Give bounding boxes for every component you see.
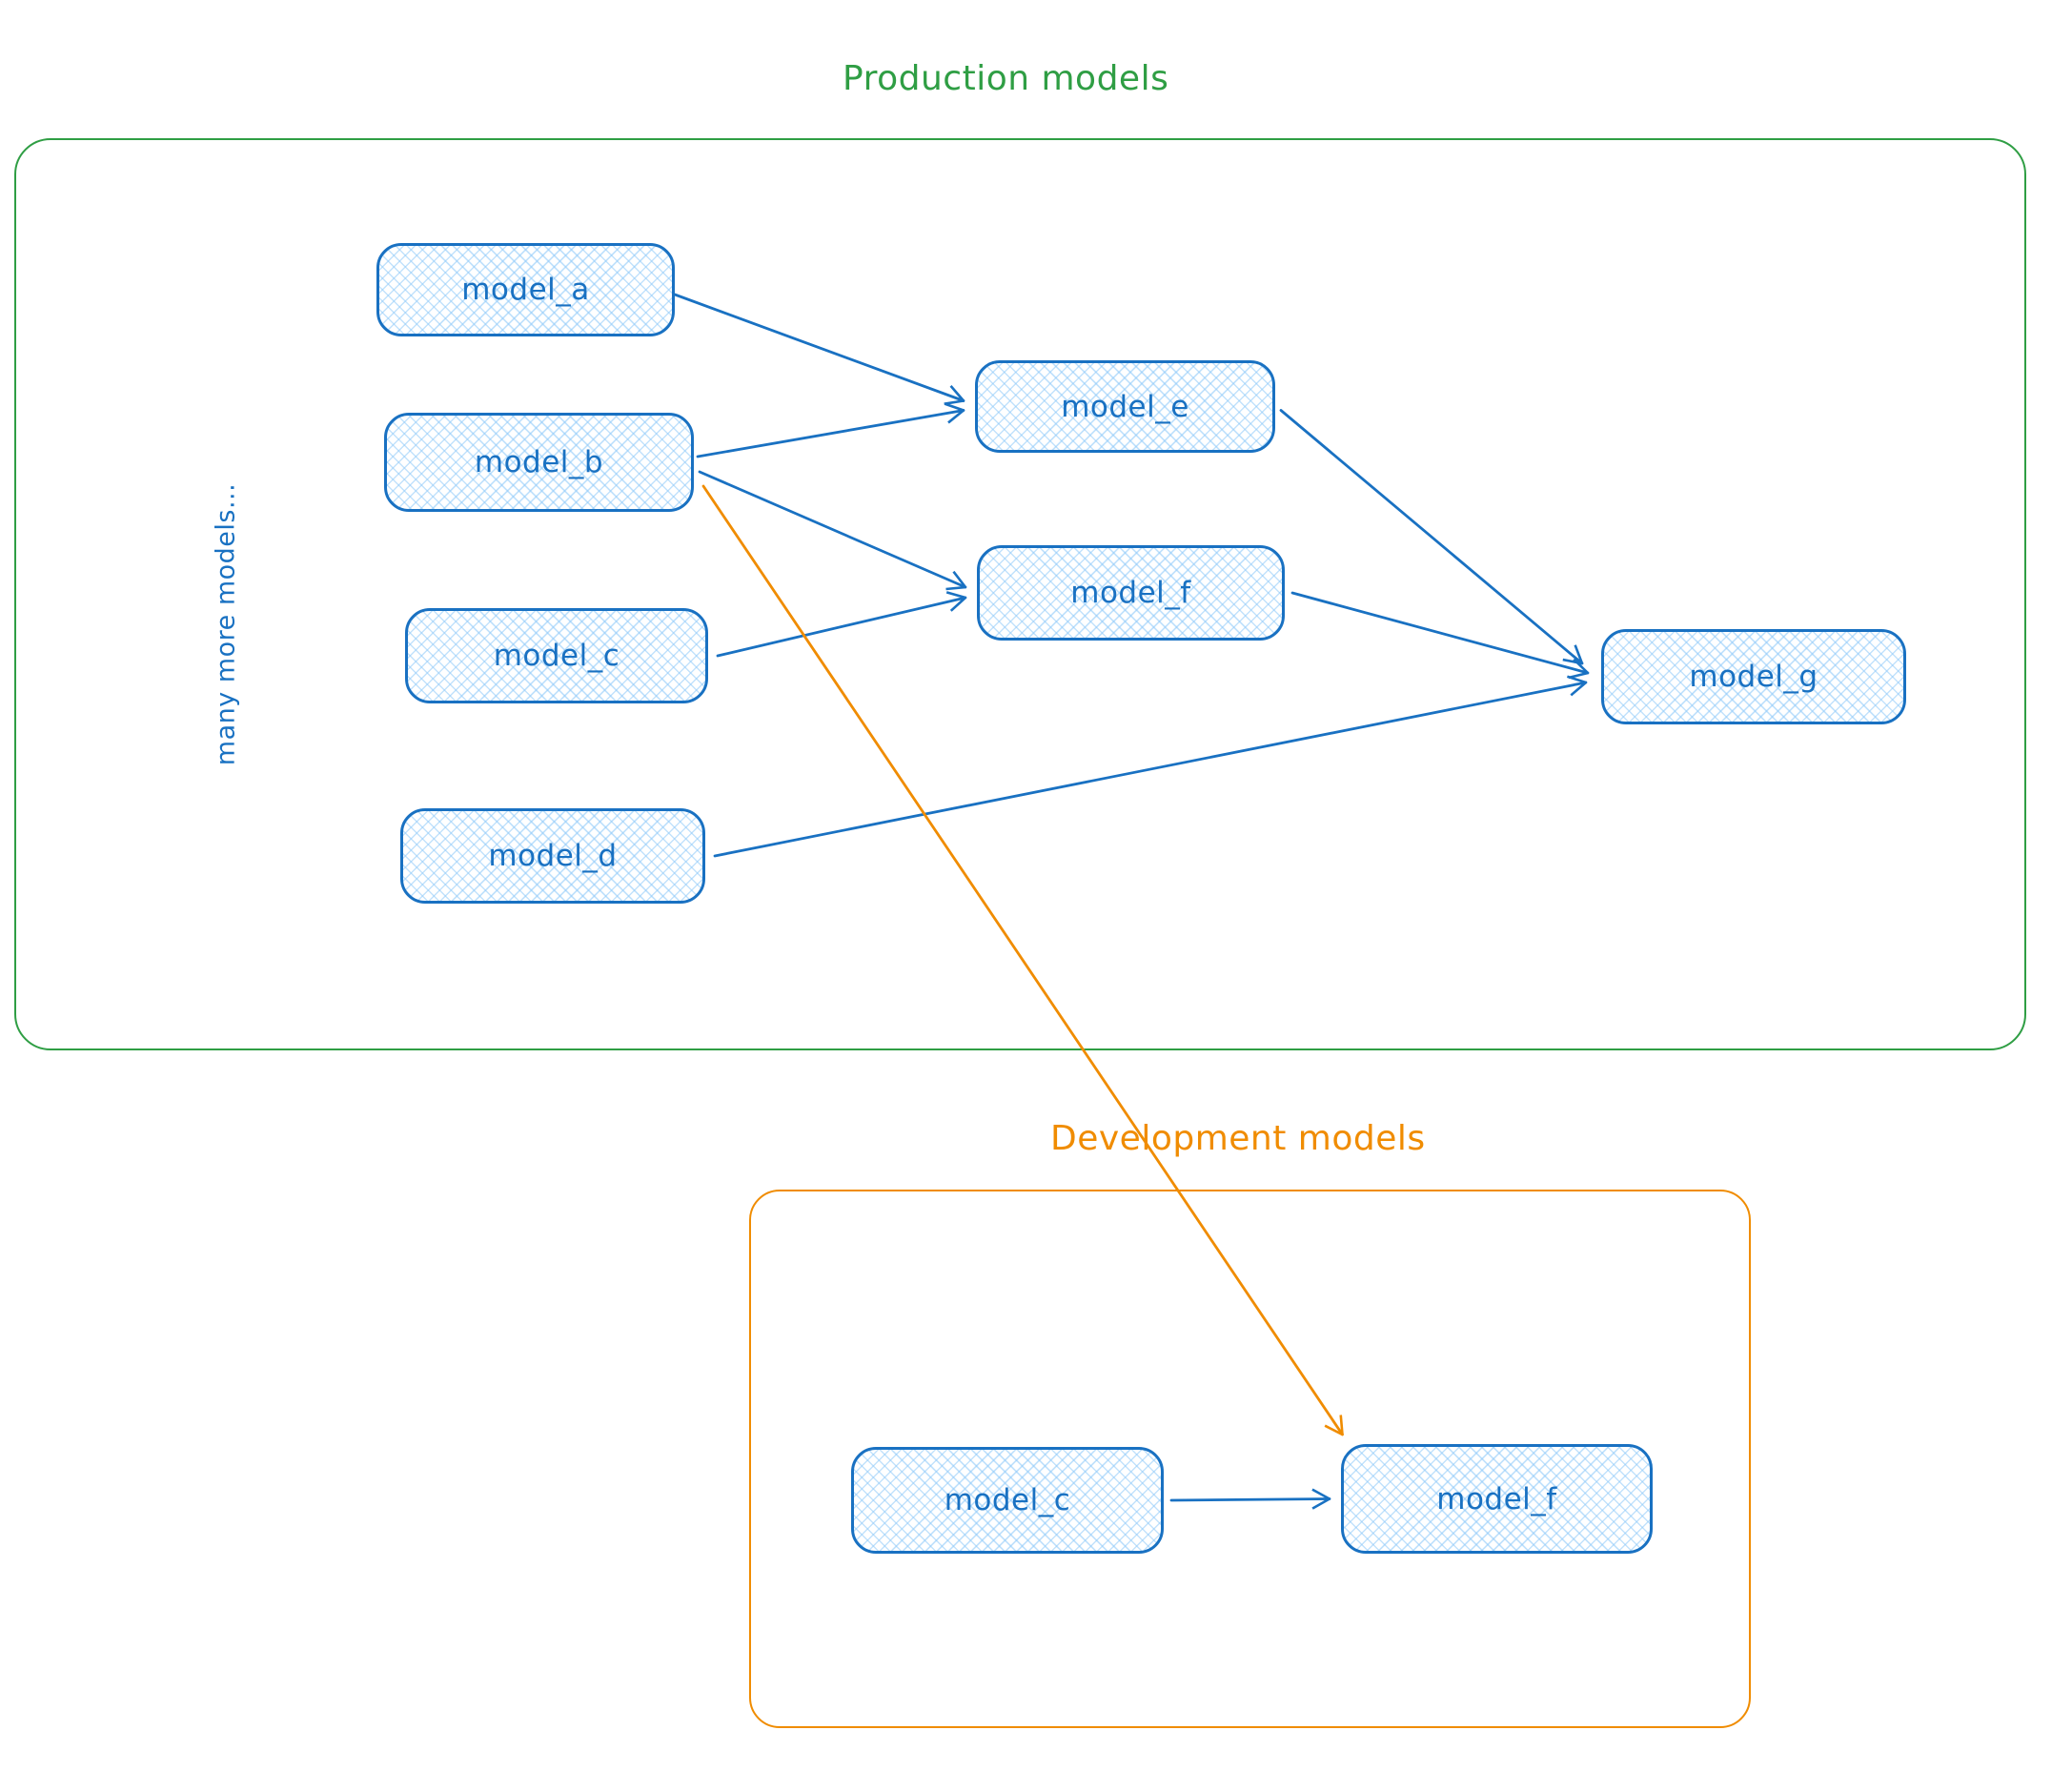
node-model-a-label: model_a [461,273,590,307]
node-model-f-label: model_f [1070,576,1191,610]
node-model-g-label: model_g [1689,660,1818,694]
node-model-e-label: model_e [1061,389,1189,424]
node-model-f: model_f [977,545,1285,641]
node-model-b: model_b [384,413,694,512]
development-models-title: Development models [1050,1119,1426,1158]
node-model-c: model_c [405,608,708,703]
node-model-d: model_d [400,808,705,904]
node-model-d-label: model_d [488,839,618,873]
node-model-g: model_g [1601,629,1906,724]
dev-node-model-c: model_c [851,1447,1164,1554]
node-model-a: model_a [376,243,675,336]
production-models-title: Production models [843,59,1169,98]
dev-node-model-f: model_f [1341,1444,1653,1554]
dev-node-model-c-label: model_c [944,1483,1071,1517]
many-more-models-note: many more models... [211,482,241,766]
dev-node-model-f-label: model_f [1436,1481,1557,1517]
node-model-b-label: model_b [474,445,604,479]
node-model-e: model_e [975,360,1275,453]
node-model-c-label: model_c [493,639,620,673]
